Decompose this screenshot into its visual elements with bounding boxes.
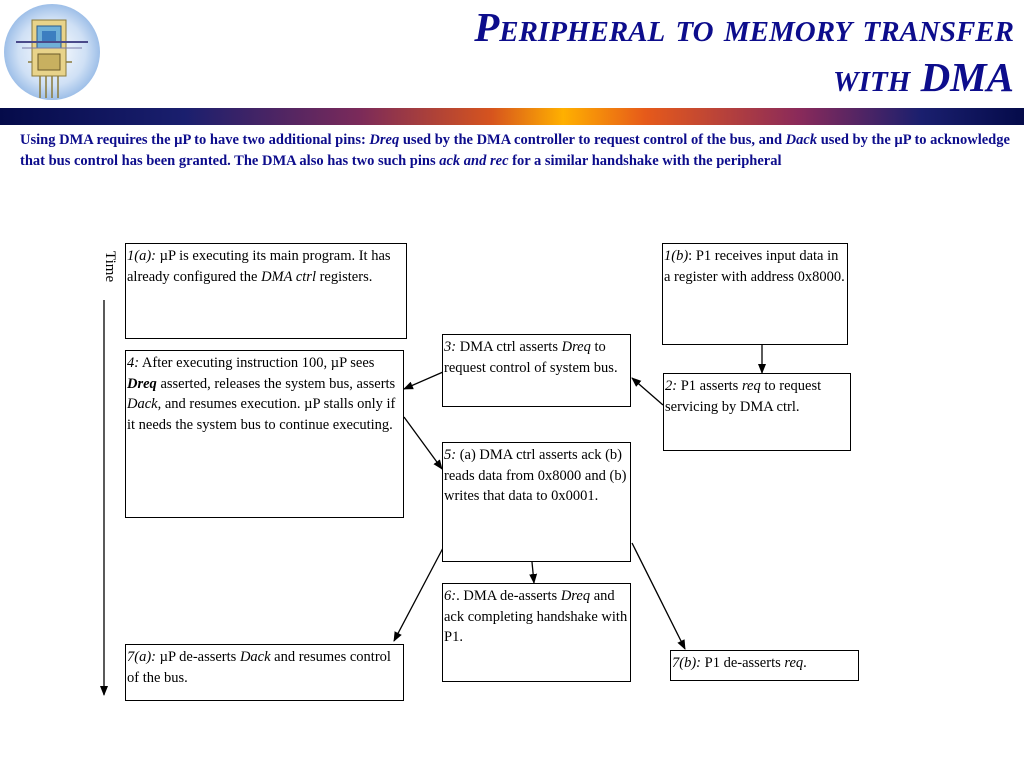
arrow-5-to-6 bbox=[529, 561, 538, 584]
step-6-box: 6:. DMA de-asserts Dreq and ack completi… bbox=[442, 583, 631, 682]
intro-text-3: used by the µP to acknowledge that bus c… bbox=[20, 132, 1010, 169]
step-2-text: P1 asserts bbox=[677, 378, 742, 394]
step-3-tag: 3: bbox=[444, 339, 457, 355]
step-6-tag: 6: bbox=[444, 588, 457, 604]
step-2-tag: 2: bbox=[665, 378, 678, 394]
step-7b-em: req bbox=[784, 655, 804, 671]
step-5-text: (a) DMA ctrl asserts ack (b) reads data … bbox=[444, 447, 627, 504]
step-6-text-2: and ack completing handshake with P1. bbox=[444, 588, 628, 645]
arrow-5-to-7a bbox=[393, 547, 444, 642]
step-4-text-2: asserted, releases the system bus, asser… bbox=[156, 375, 396, 392]
step-1a-em: DMA ctrl bbox=[261, 268, 316, 285]
intro-text-1: Using DMA requires the µP to have two ad… bbox=[20, 132, 370, 148]
step-7a-text-2: and resumes control of the bus. bbox=[127, 649, 391, 686]
circuit-chip-logo-icon bbox=[2, 2, 102, 102]
step-2-box: 2: P1 asserts req to request servicing b… bbox=[663, 373, 851, 451]
step-7a-tag: 7(a): bbox=[127, 649, 156, 665]
slide-title: Peripheral to memory transfer with DMA bbox=[154, 2, 1014, 102]
step-1b-box: 1(b): P1 receives input data in a regist… bbox=[662, 243, 848, 345]
step-1b-text: : P1 receives input data in a register w… bbox=[664, 248, 845, 285]
step-4-text-3: , and resumes execution. µP stalls only … bbox=[127, 396, 396, 433]
step-1a-box: 1(a): µP is executing its main program. … bbox=[125, 243, 407, 339]
step-4-tag: 4: bbox=[127, 355, 140, 371]
step-3-em: Dreq bbox=[561, 339, 591, 355]
intro-dack: Dack bbox=[785, 132, 818, 148]
step-1a-text-2: registers. bbox=[315, 268, 373, 285]
step-4-em: Dreq bbox=[127, 375, 157, 392]
step-7a-text: µP de-asserts bbox=[156, 649, 240, 665]
intro-text-4: for a similar handshake with the periphe… bbox=[508, 153, 782, 169]
step-6-em: Dreq bbox=[560, 588, 591, 604]
step-1a-tag: 1(a): bbox=[127, 248, 156, 264]
arrow-2-to-3 bbox=[631, 377, 664, 406]
step-5-box: 5: (a) DMA ctrl asserts ack (b) reads da… bbox=[442, 442, 631, 562]
step-3-text: DMA ctrl asserts bbox=[456, 339, 562, 355]
step-1b-tag: 1(b) bbox=[664, 248, 689, 264]
decorative-gradient-band bbox=[0, 108, 1024, 125]
step-3-box: 3: DMA ctrl asserts Dreq to request cont… bbox=[442, 334, 631, 407]
intro-ack-rec: ack and rec bbox=[439, 153, 509, 169]
step-2-em: req bbox=[741, 378, 761, 394]
step-2-text-2: to request servicing by DMA ctrl. bbox=[665, 378, 822, 415]
step-7b-text: P1 de-asserts bbox=[701, 655, 785, 671]
step-7b-tag: 7(b): bbox=[672, 655, 701, 671]
step-7b-text-2: . bbox=[803, 655, 807, 671]
slide-title-line2: with DMA bbox=[832, 54, 1014, 100]
arrow-3-to-4 bbox=[403, 371, 444, 390]
intro-paragraph: Using DMA requires the µP to have two ad… bbox=[20, 130, 1010, 172]
intro-dreq: Dreq bbox=[369, 132, 400, 148]
step-7a-box: 7(a): µP de-asserts Dack and resumes con… bbox=[125, 644, 404, 701]
step-4-em-2: Dack bbox=[127, 396, 158, 412]
step-1a-text: µP is executing its main program. It has… bbox=[127, 248, 391, 285]
arrow-5-to-7b bbox=[631, 542, 686, 650]
slide-title-line1: Peripheral to memory transfer bbox=[474, 4, 1014, 50]
step-4-box: 4: After executing instruction 100, µP s… bbox=[125, 350, 404, 518]
step-3-text-2: to request control of system bus. bbox=[444, 339, 618, 376]
step-7b-box: 7(b): P1 de-asserts req. bbox=[670, 650, 859, 681]
step-6-text: . DMA de-asserts bbox=[456, 588, 561, 604]
arrow-4-to-5 bbox=[403, 416, 443, 470]
step-4-text: After executing instruction 100, µP sees bbox=[139, 355, 375, 371]
step-5-tag: 5: bbox=[444, 447, 457, 463]
intro-text-2: used by the DMA controller to request co… bbox=[399, 132, 786, 148]
step-7a-em: Dack bbox=[239, 649, 271, 665]
